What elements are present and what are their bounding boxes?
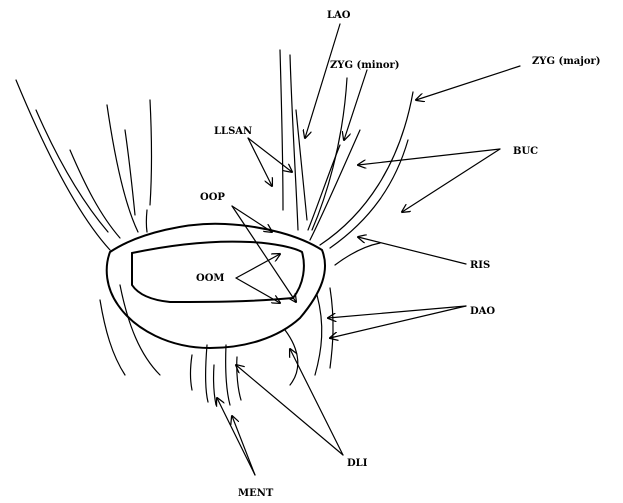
fiber-chin-3 xyxy=(214,365,216,405)
arrow-oom-1 xyxy=(236,254,280,278)
fiber-left-cheek xyxy=(70,150,120,238)
arrow-llsan-1 xyxy=(248,138,272,186)
label-lao: LAO xyxy=(327,10,351,21)
fiber-left-top xyxy=(107,105,138,232)
fiber-chin-4 xyxy=(226,345,230,405)
arrow-llsan-2 xyxy=(248,138,292,172)
arrow-oop-1 xyxy=(232,206,272,232)
fiber-chin-5 xyxy=(237,357,241,400)
arrow-oop-2 xyxy=(232,206,296,302)
mouth-outline xyxy=(107,224,325,348)
fiber-ris-tail xyxy=(335,243,380,265)
fiber-dao-2 xyxy=(330,288,333,368)
labels: LAO ZYG (minor) ZYG (major) LLSAN BUC OO… xyxy=(196,10,601,499)
label-llsan: LLSAN xyxy=(214,126,252,137)
fiber-dli-1 xyxy=(285,330,298,385)
label-buc: BUC xyxy=(513,146,538,157)
lips-inner-ring xyxy=(132,242,304,302)
leader-lines xyxy=(217,24,520,475)
arrow-dao-2 xyxy=(330,306,466,338)
fiber-center-left-2 xyxy=(146,210,147,232)
arrow-oom-2 xyxy=(236,278,280,303)
label-oop: OOP xyxy=(200,192,225,203)
arrow-dli-2 xyxy=(236,365,343,455)
label-ment: MENT xyxy=(238,488,274,499)
fiber-zyg-minor-2 xyxy=(308,145,340,230)
arrow-zyg-minor xyxy=(344,70,367,140)
label-dli: DLI xyxy=(347,458,368,469)
fiber-chin-2 xyxy=(206,345,208,402)
arrow-dli-1 xyxy=(290,349,343,455)
fiber-buc-1 xyxy=(310,130,360,240)
arrow-ment-2 xyxy=(232,416,255,475)
arrow-ment-1 xyxy=(217,398,255,475)
fiber-left-outer-2 xyxy=(36,110,108,232)
fiber-zyg-major xyxy=(320,92,413,245)
muscle-fibers xyxy=(16,50,413,405)
arrow-lao xyxy=(305,24,340,138)
fiber-lao xyxy=(296,110,307,220)
fiber-llsan-1 xyxy=(280,50,283,210)
fiber-lower-left-1 xyxy=(100,300,125,375)
arrow-ris xyxy=(358,237,466,264)
label-ris: RIS xyxy=(470,260,490,271)
fiber-chin-1 xyxy=(191,355,193,390)
fiber-center-left xyxy=(150,100,152,205)
fiber-llsan-2 xyxy=(290,55,298,230)
label-zyg-minor: ZYG (minor) xyxy=(330,60,400,71)
fiber-buc-2 xyxy=(330,140,408,248)
fiber-dao-1 xyxy=(315,295,322,375)
label-oom: OOM xyxy=(196,273,225,284)
arrow-dao-1 xyxy=(328,306,466,318)
label-dao: DAO xyxy=(470,306,495,317)
label-zyg-major: ZYG (major) xyxy=(532,56,601,67)
arrow-zyg-major xyxy=(416,66,520,100)
